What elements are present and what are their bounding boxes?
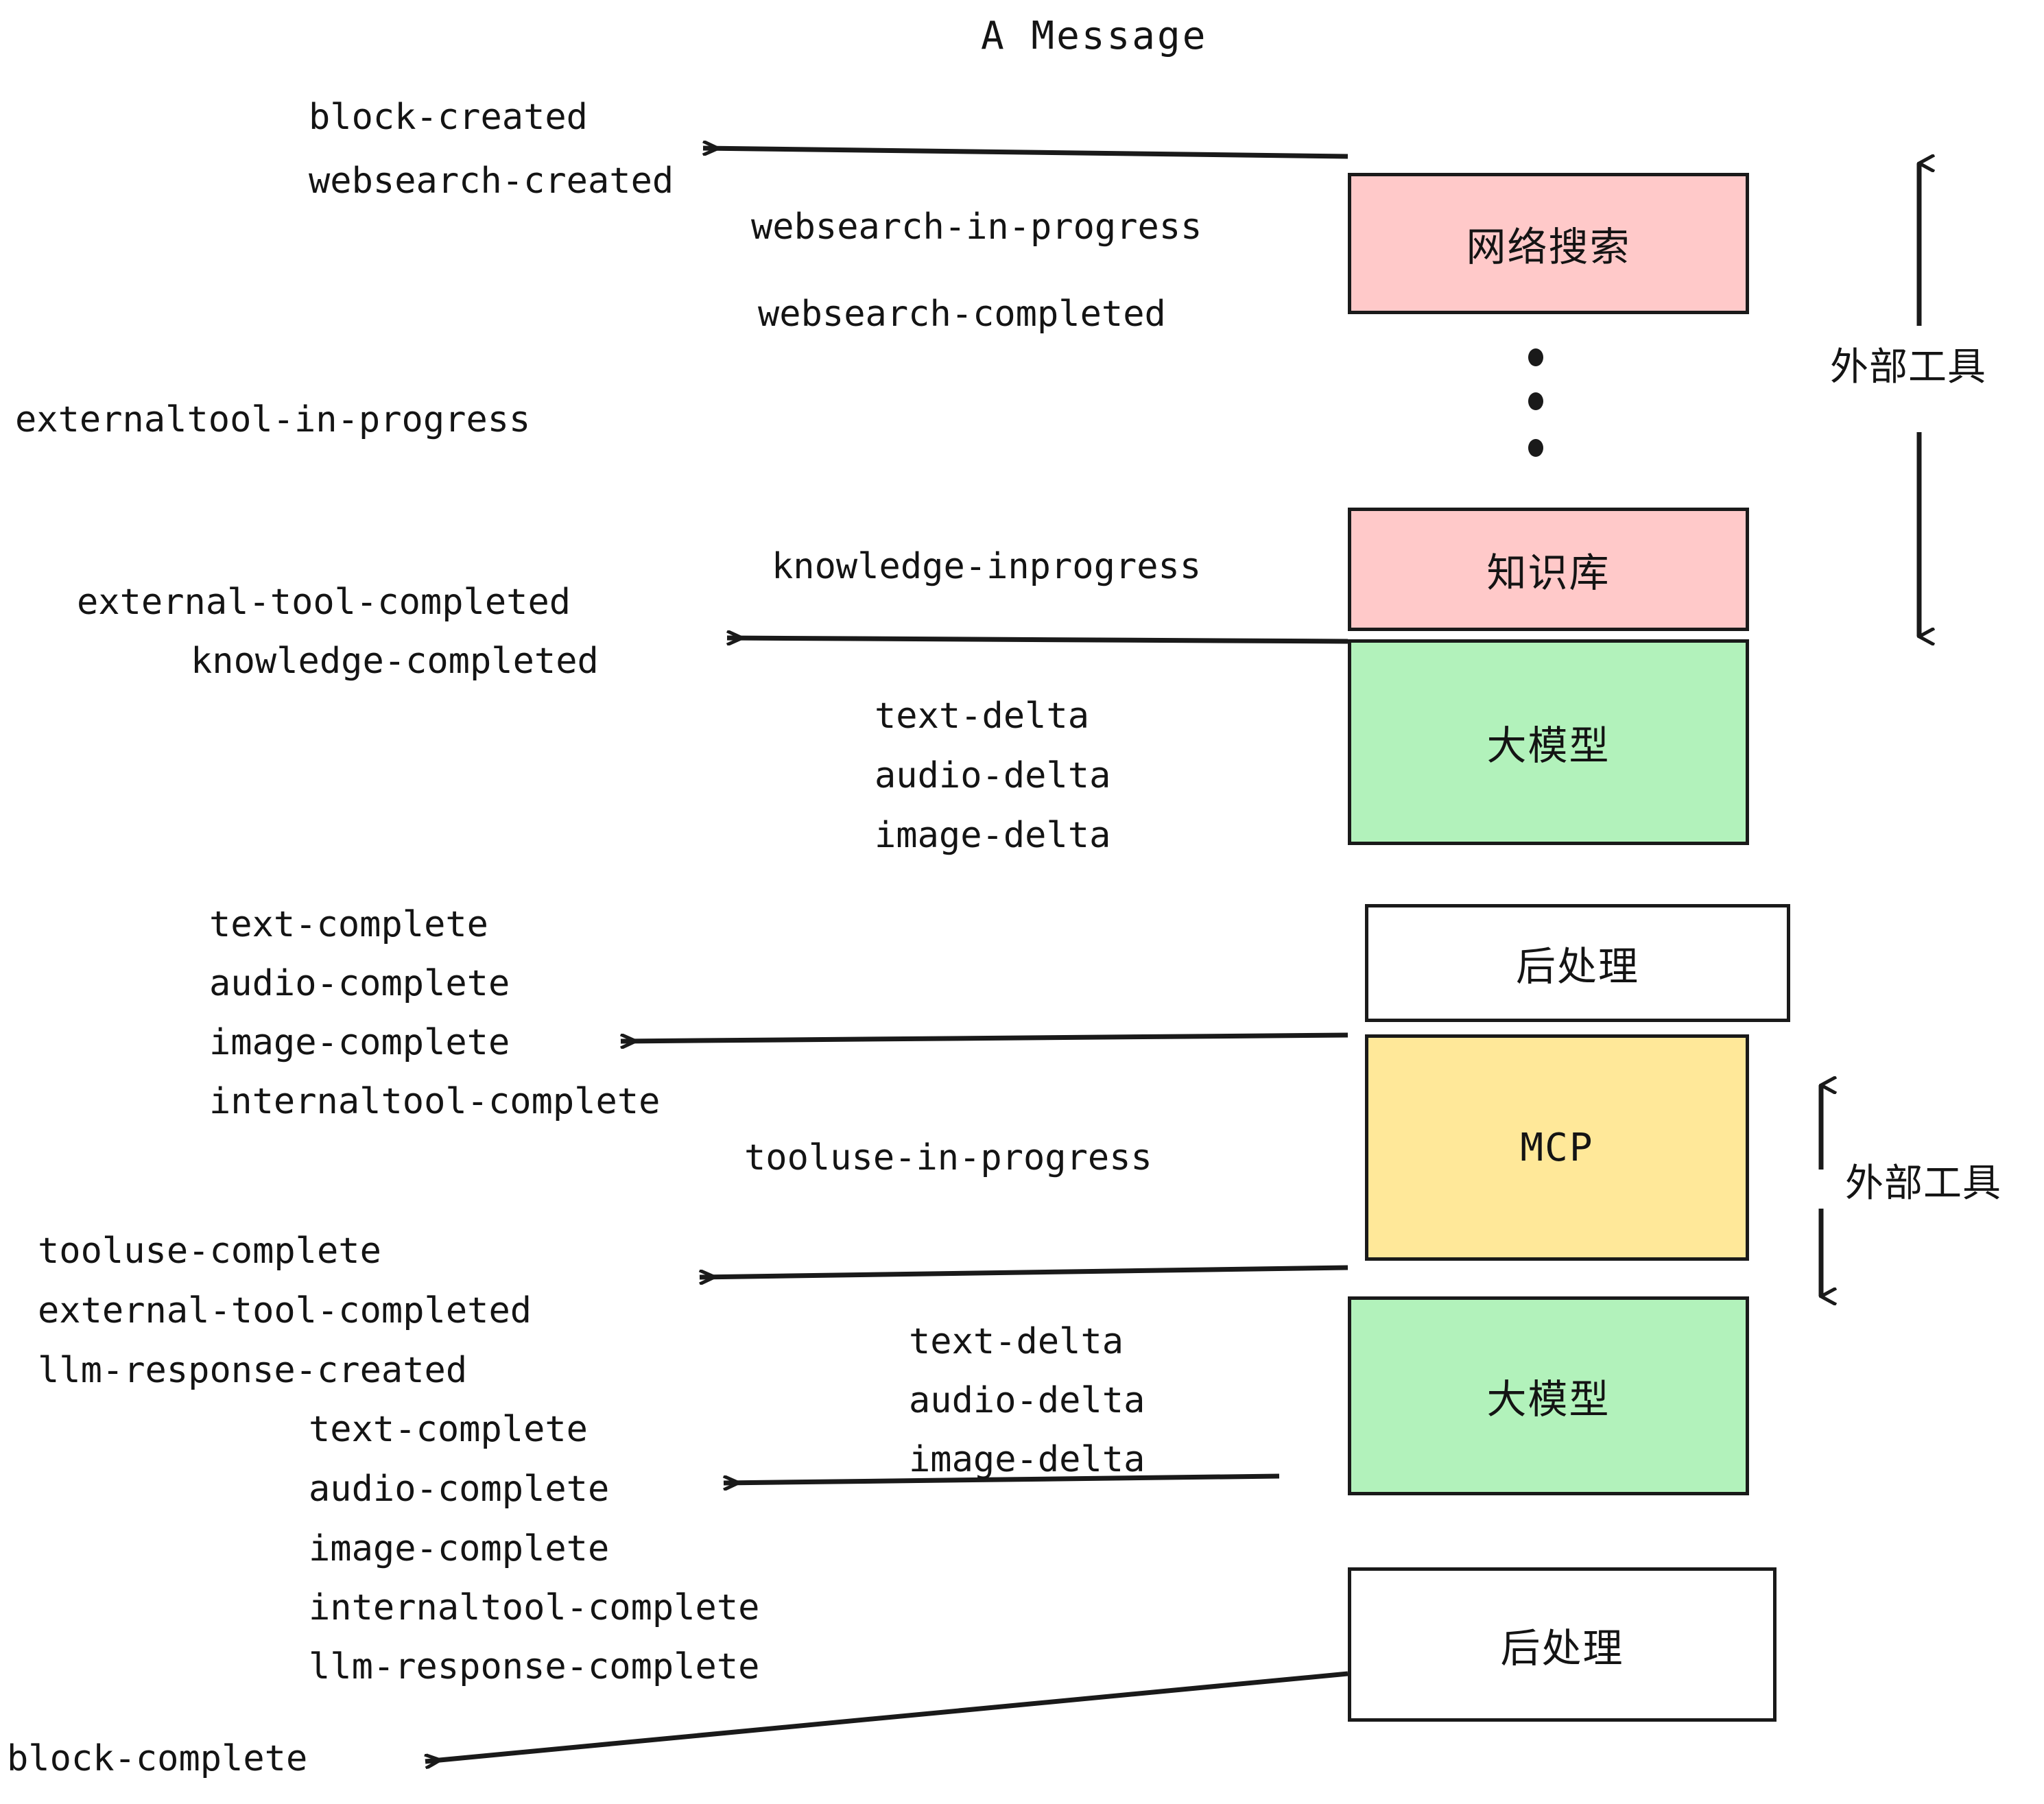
event-knowledge-completed: knowledge-completed (191, 641, 599, 682)
event-external-tool-completed-1: external-tool-completed (77, 582, 571, 623)
node-llm-bottom-label: 大模型 (1486, 1376, 1611, 1423)
event-llm-response-created: llm-response-created (38, 1350, 468, 1391)
node-knowledge-label: 知识库 (1486, 549, 1611, 596)
event-text-complete-2: text-complete (309, 1409, 588, 1450)
node-mcp[interactable]: MCP (1365, 1034, 1749, 1261)
side-label-external-tool-top: 外部工具 (1830, 345, 1986, 390)
page-title: A Message (981, 14, 1208, 58)
event-audio-delta-1: audio-delta (875, 755, 1111, 796)
vertical-ellipsis-dot-3 (1528, 439, 1543, 457)
event-audio-complete-2: audio-complete (309, 1469, 610, 1510)
node-mcp-label: MCP (1520, 1125, 1594, 1170)
event-text-delta-1: text-delta (875, 696, 1090, 737)
event-audio-complete-1: audio-complete (209, 963, 510, 1004)
node-postprocess-top[interactable]: 后处理 (1365, 904, 1790, 1022)
event-text-delta-2: text-delta (909, 1321, 1124, 1362)
event-image-delta-2: image-delta (909, 1439, 1145, 1480)
event-tooluse-complete: tooluse-complete (38, 1231, 381, 1272)
event-knowledge-inprogress: knowledge-inprogress (772, 546, 1202, 587)
arrow-postprocess-top-to-events (621, 1032, 1348, 1041)
node-websearch[interactable]: 网络搜索 (1348, 173, 1749, 314)
event-block-complete: block-complete (7, 1738, 308, 1779)
event-websearch-in-progress: websearch-in-progress (751, 206, 1202, 248)
node-websearch-label: 网络搜索 (1466, 224, 1631, 270)
node-postprocess-bottom[interactable]: 后处理 (1348, 1567, 1776, 1722)
event-block-created: block-created (309, 97, 588, 138)
event-externaltool-in-progress: externaltool-in-progress (15, 399, 531, 440)
node-knowledge[interactable]: 知识库 (1348, 508, 1749, 631)
event-image-complete-2: image-complete (309, 1528, 610, 1569)
node-llm-top-label: 大模型 (1486, 722, 1611, 769)
arrow-websearch-to-events (703, 148, 1348, 159)
event-tooluse-in-progress: tooluse-in-progress (744, 1137, 1152, 1178)
arrow-mcp-to-events (700, 1265, 1348, 1277)
event-image-delta-1: image-delta (875, 815, 1111, 856)
event-llm-response-complete: llm-response-complete (309, 1646, 760, 1687)
node-llm-bottom[interactable]: 大模型 (1348, 1296, 1749, 1495)
event-websearch-completed: websearch-completed (758, 294, 1166, 335)
event-internaltool-complete-1: internaltool-complete (209, 1081, 661, 1122)
vertical-ellipsis-dot-2 (1528, 392, 1543, 410)
node-llm-top[interactable]: 大模型 (1348, 639, 1749, 845)
event-text-complete-1: text-complete (209, 904, 488, 945)
event-image-complete-1: image-complete (209, 1022, 510, 1063)
node-postprocess-bottom-label: 后处理 (1500, 1624, 1624, 1672)
event-audio-delta-2: audio-delta (909, 1380, 1145, 1421)
event-internaltool-complete-2: internaltool-complete (309, 1587, 760, 1628)
event-external-tool-completed-2: external-tool-completed (38, 1290, 532, 1331)
node-postprocess-top-label: 后处理 (1515, 943, 1639, 990)
vertical-ellipsis-dot-1 (1528, 348, 1543, 366)
arrow-knowledge-to-events (727, 638, 1348, 641)
side-label-external-tool-bottom: 外部工具 (1845, 1161, 2001, 1206)
event-websearch-created: websearch-created (309, 161, 674, 202)
